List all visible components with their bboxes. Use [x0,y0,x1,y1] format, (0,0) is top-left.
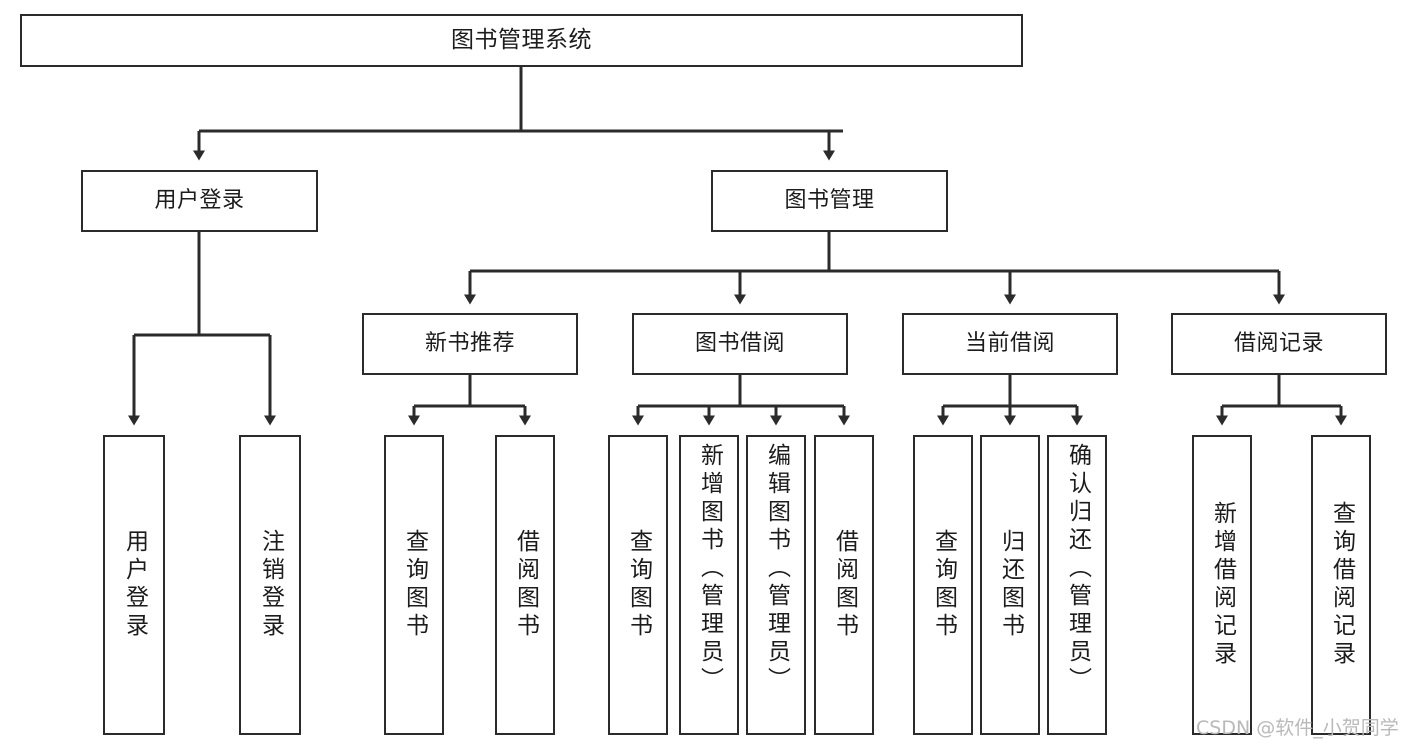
node-leaf-query-book-2[interactable]: 查询图书 [608,435,668,735]
node-borrow-record[interactable]: 借阅记录 [1171,313,1387,375]
node-leaf-return-book[interactable]: 归还图书 [980,435,1040,735]
node-leaf-edit-book[interactable]: 编辑图书（管理员） [746,435,806,735]
node-label: 查询图书 [401,529,428,641]
node-label: 用户登录 [121,529,148,641]
node-current-borrow[interactable]: 当前借阅 [902,313,1118,375]
node-label: 图书管理系统 [451,26,592,53]
node-leaf-query-book-3[interactable]: 查询图书 [913,435,973,735]
node-label: 新书推荐 [424,331,515,357]
node-new-book-recommend[interactable]: 新书推荐 [362,313,578,375]
node-leaf-borrow-book-1[interactable]: 借阅图书 [495,435,555,735]
node-label: 图书管理 [784,188,875,214]
node-label: 图书借阅 [694,331,785,357]
node-label: 当前借阅 [964,331,1055,357]
node-label: 借阅记录 [1233,331,1324,357]
node-leaf-logout[interactable]: 注销登录 [239,435,301,735]
node-label: 新增借阅记录 [1209,501,1236,669]
node-label: 借阅图书 [512,529,539,641]
node-leaf-add-book[interactable]: 新增图书（管理员） [679,435,739,735]
node-leaf-query-book-1[interactable]: 查询图书 [384,435,444,735]
node-book-management-system[interactable]: 图书管理系统 [20,14,1023,67]
node-label: 查询图书 [625,529,652,641]
node-label: 归还图书 [997,529,1024,641]
node-leaf-query-record[interactable]: 查询借阅记录 [1311,435,1371,735]
node-leaf-add-record[interactable]: 新增借阅记录 [1192,435,1252,735]
node-label: 新增图书（管理员） [696,443,723,695]
node-label: 查询图书 [930,529,957,641]
node-leaf-borrow-book-2[interactable]: 借阅图书 [814,435,874,735]
node-user-login[interactable]: 用户登录 [81,170,318,232]
node-label: 注销登录 [257,529,284,641]
node-leaf-user-login[interactable]: 用户登录 [103,435,165,735]
node-label: 查询借阅记录 [1328,501,1355,669]
csdn-watermark: CSDN @软件_小贺同学 [1196,717,1399,739]
node-label: 确认归还（管理员） [1064,443,1091,695]
node-book-manage[interactable]: 图书管理 [711,170,948,232]
node-label: 借阅图书 [831,529,858,641]
node-book-borrow[interactable]: 图书借阅 [632,313,848,375]
node-leaf-confirm-return[interactable]: 确认归还（管理员） [1047,435,1107,735]
node-label: 编辑图书（管理员） [763,443,790,695]
node-label: 用户登录 [154,188,245,214]
